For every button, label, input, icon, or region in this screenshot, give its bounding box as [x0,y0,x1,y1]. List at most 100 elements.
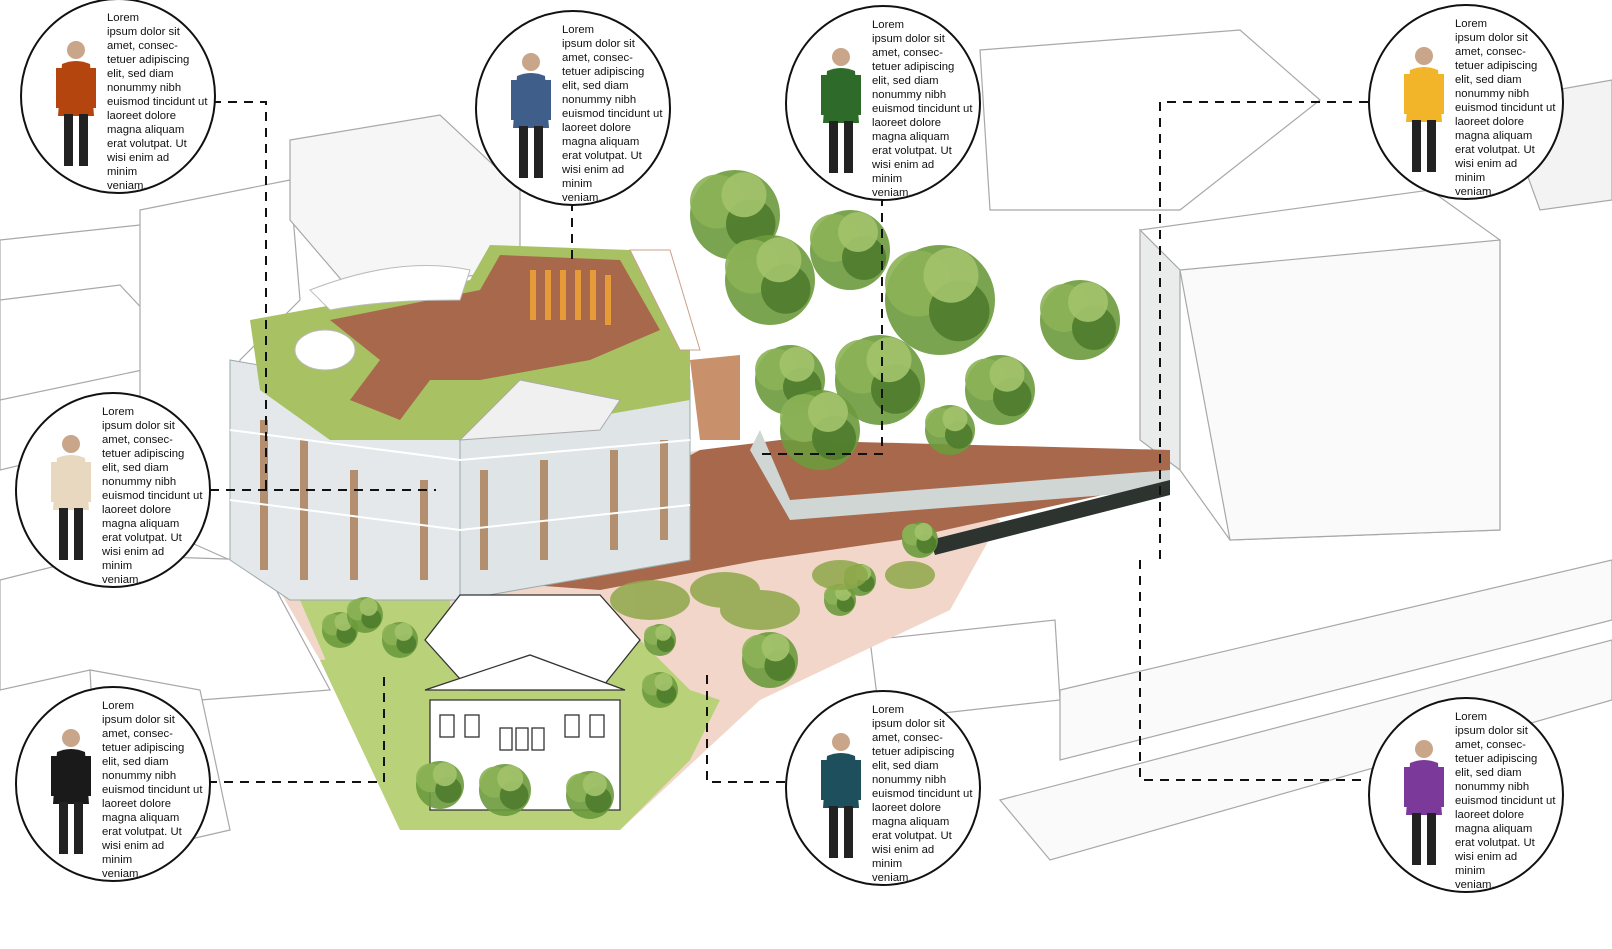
description-line: veniam, [562,192,602,204]
description-line: Lorem [107,12,140,24]
description-line: elit, sed diam [102,462,169,474]
description-line: erat volutpat. Ut [872,830,952,842]
description-line: wisi enim ad [107,152,170,164]
description-line: amet, consec- [102,434,173,446]
description-line: nonummy nibh [872,774,947,786]
description-line: Lorem [102,406,135,418]
tree-canopy [655,624,672,641]
tree-canopy [582,772,607,797]
description-line: veniam, [872,872,912,884]
description-line: minim [1455,865,1486,877]
description-line: tetuer adipiscing [872,746,955,758]
description-line: erat volutpat. Ut [1455,144,1535,156]
two-women-walking-icon [1404,740,1444,865]
description-line: minim [1455,172,1486,184]
description-line: ipsum dolor sit [872,718,945,730]
description-line: elit, sed diam [872,760,939,772]
description-line: euismod tincidunt ut [102,784,203,796]
tree-canopy [942,406,968,432]
description-line: nonummy nibh [1455,781,1530,793]
description-line: nonummy nibh [562,94,637,106]
description-line: euismod tincidunt ut [562,108,663,120]
description-line: laoreet dolore [102,504,172,516]
description-line: magna aliquam [107,124,185,136]
woman-in-orange-coat-icon [56,41,96,166]
description-line: tetuer adipiscing [102,742,185,754]
description-line: amet, consec- [1455,46,1526,58]
elderly-woman-with-bucket-icon [821,733,861,858]
tree-canopy [808,392,848,432]
description-line: wisi enim ad [872,159,935,171]
tree-canopy [432,762,457,787]
seated-elderly-man-reading-icon [51,435,91,560]
description-line: wisi enim ad [102,840,165,852]
description-line: amet, consec- [1455,739,1526,751]
persona-description: Lorem ipsum dolor sit amet, consec-tetuer … [102,405,203,586]
description-line: laoreet dolore [102,798,172,810]
tree-canopy [394,622,413,641]
description-line: Lorem [872,704,905,716]
persona-callout: Lorem ipsum dolor sit amet, consec-tetuer … [785,690,981,886]
description-line: nonummy nibh [872,89,947,101]
man-jogging-icon [51,729,91,854]
description-line: magna aliquam [1455,130,1533,142]
description-line: minim [872,173,903,185]
main-building [229,245,740,601]
description-line: veniam, [107,180,147,192]
description-line: laoreet dolore [872,117,942,129]
description-line: euismod tincidunt ut [1455,102,1556,114]
description-line: erat volutpat. Ut [107,138,187,150]
description-line: amet, consec- [562,52,633,64]
description-line: minim [102,854,133,866]
leader-lines [208,101,1368,783]
description-line: veniam, [872,187,912,199]
retaining-wall [930,480,1170,555]
tree-canopy [1068,282,1108,322]
description-line: magna aliquam [562,136,640,148]
description-line: wisi enim ad [872,844,935,856]
description-line: elit, sed diam [1455,74,1522,86]
description-line: euismod tincidunt ut [102,490,203,502]
description-line: ipsum dolor sit [872,33,945,45]
description-line: ipsum dolor sit [102,420,175,432]
tree-canopy [359,597,378,616]
description-line: ipsum dolor sit [102,714,175,726]
description-line: euismod tincidunt ut [872,788,973,800]
description-line: erat volutpat. Ut [872,145,952,157]
description-line: magna aliquam [1455,823,1533,835]
description-line: tetuer adipiscing [102,448,185,460]
garden-beds [610,560,935,630]
description-line: magna aliquam [102,812,180,824]
description-line: magna aliquam [872,816,950,828]
description-line: veniam, [102,574,142,586]
description-line: tetuer adipiscing [107,54,190,66]
description-line: laoreet dolore [872,802,942,814]
description-line: amet, consec- [872,47,943,59]
tree-canopy [654,672,673,691]
tree-canopy [779,346,815,382]
tree-canopy [497,765,524,792]
tree-canopy [866,337,912,383]
description-line: minim [872,858,903,870]
tree-canopy [721,172,767,218]
description-line: tetuer adipiscing [562,66,645,78]
description-line: amet, consec- [102,728,173,740]
description-line: erat volutpat. Ut [1455,837,1535,849]
description-line: magna aliquam [872,131,950,143]
description-line: tetuer adipiscing [872,61,955,73]
description-line: ipsum dolor sit [562,38,635,50]
description-line: amet, consec- [872,732,943,744]
description-line: elit, sed diam [1455,767,1522,779]
description-line: erat volutpat. Ut [102,532,182,544]
tree-canopy [914,522,933,541]
